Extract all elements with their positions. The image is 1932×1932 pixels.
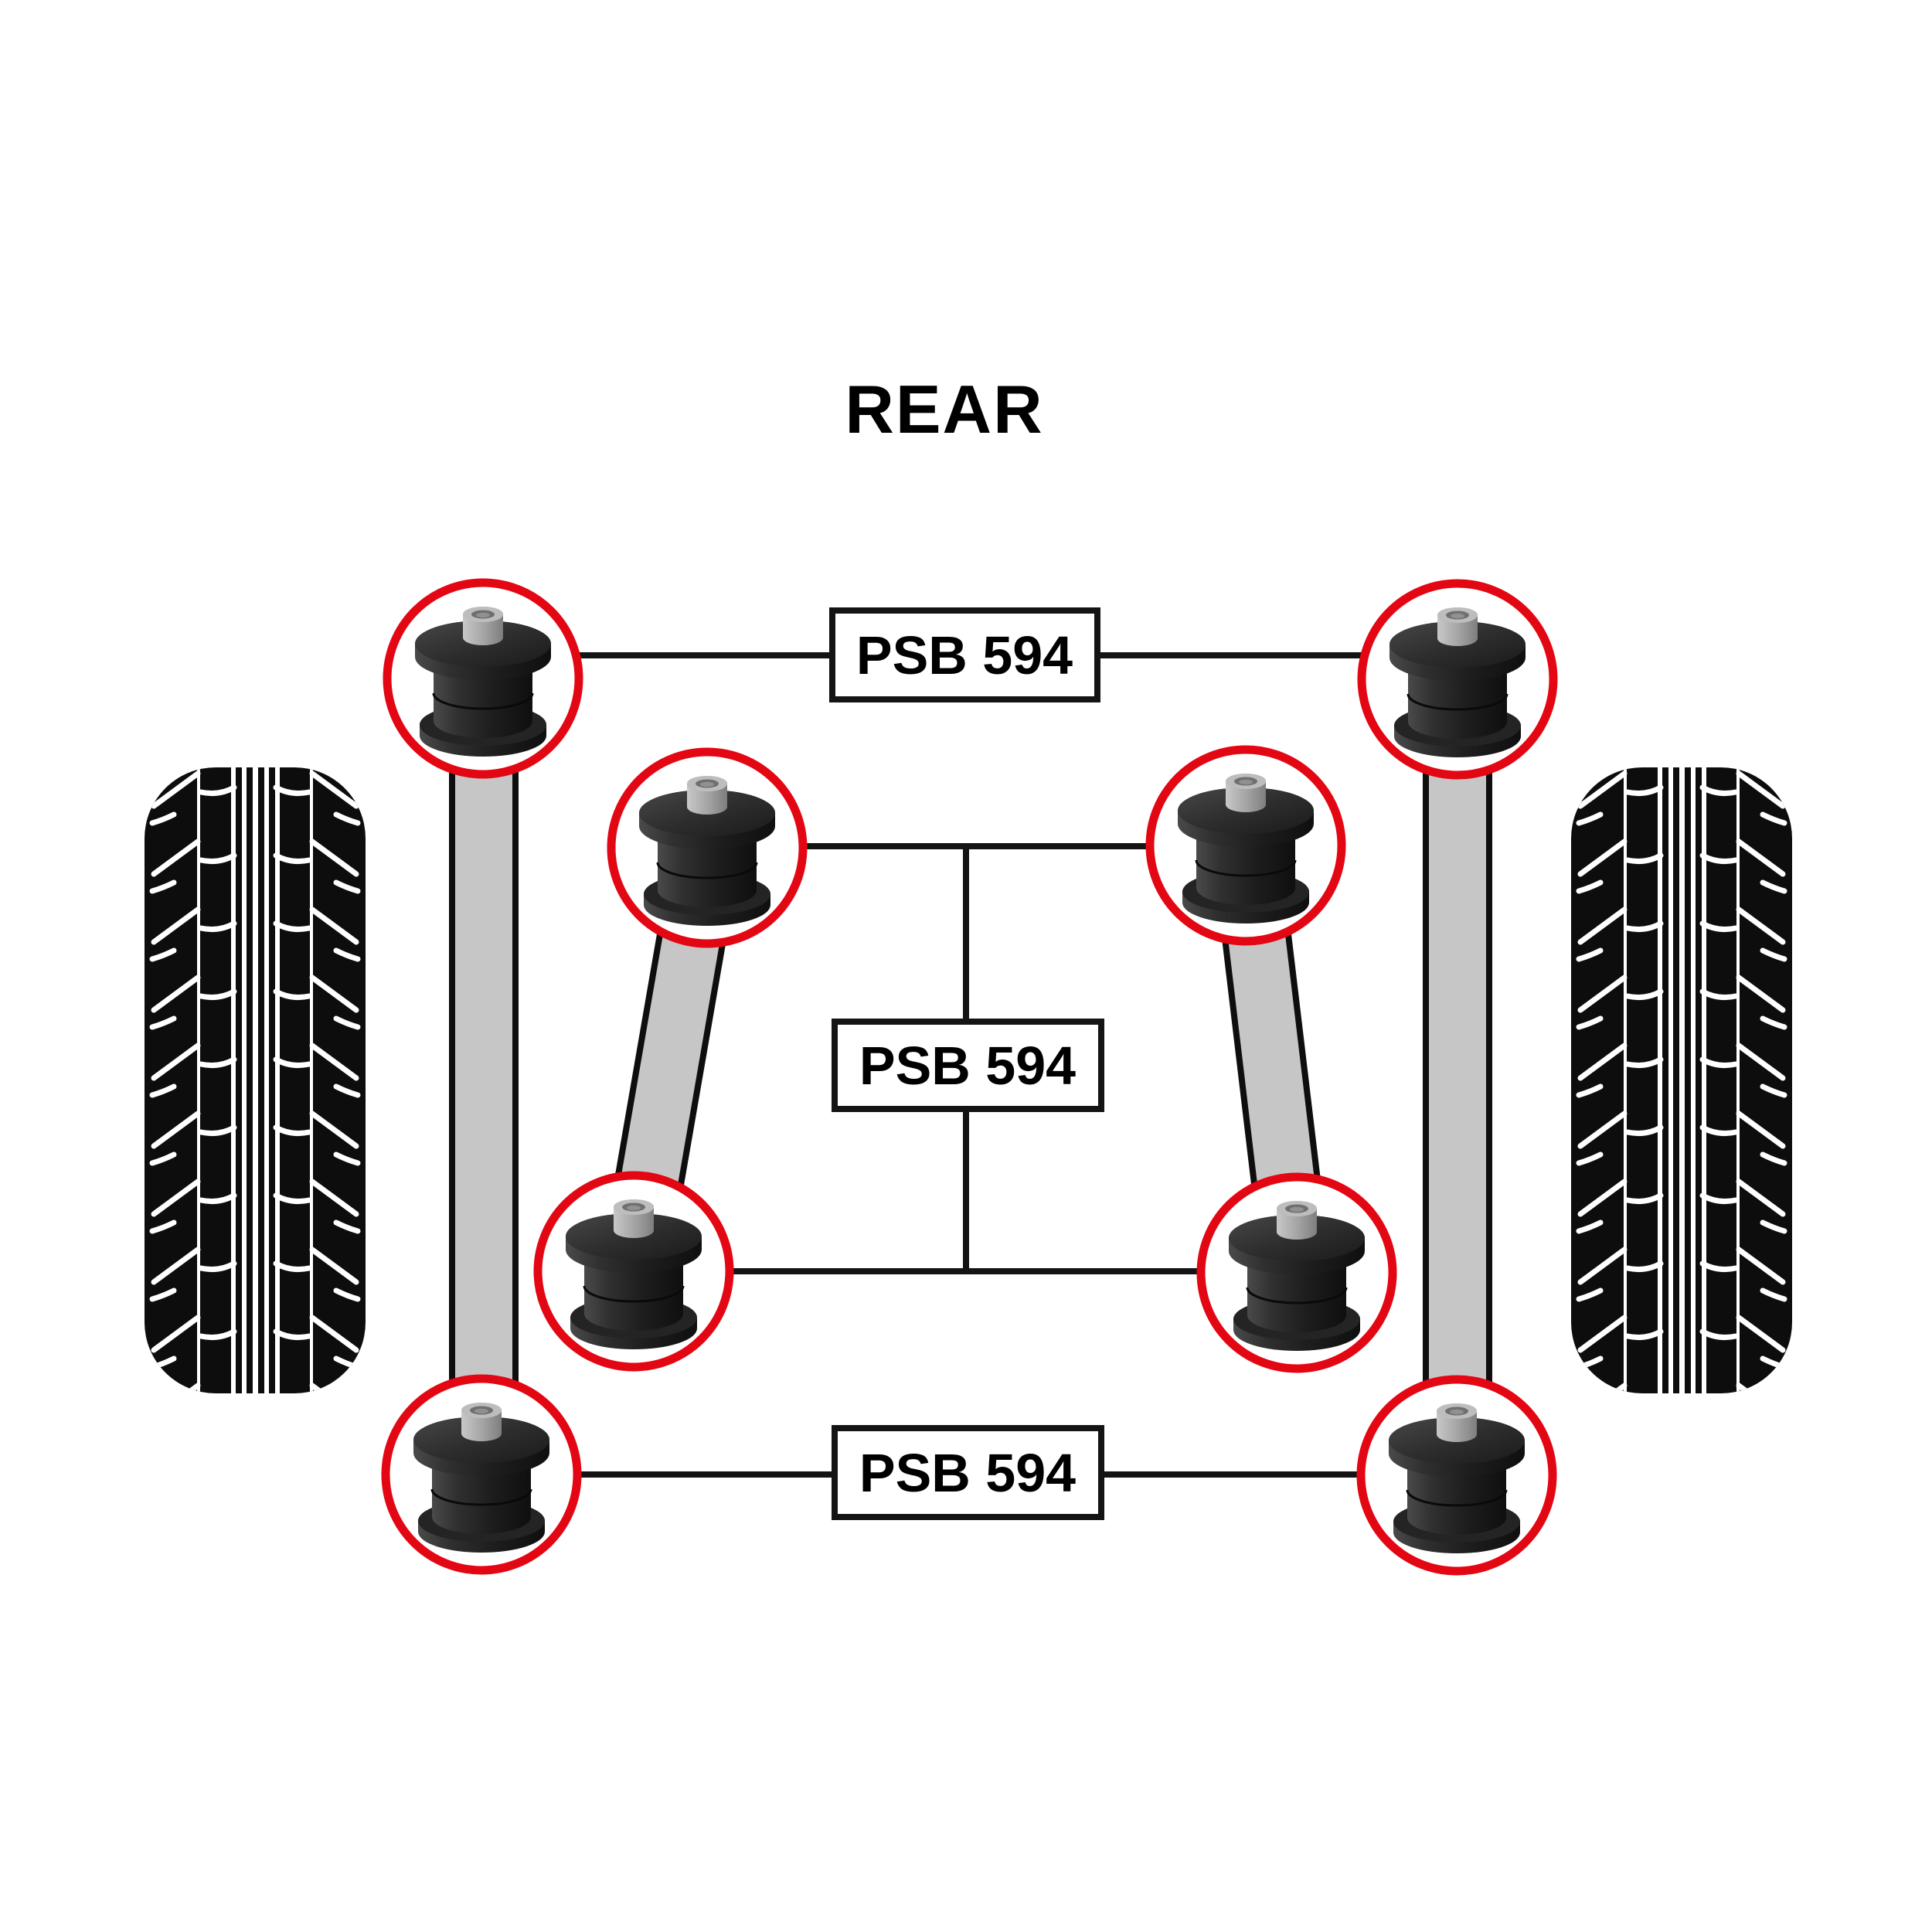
part-label-text: PSB 594 [859, 1036, 1076, 1096]
bushing-icon [1176, 772, 1315, 925]
part-label-box [832, 1019, 1104, 1112]
part-label-box [832, 1425, 1104, 1520]
diagram-title: REAR [845, 371, 1043, 447]
bushing-icon [638, 774, 777, 927]
part-label-middle: PSB 594 [832, 1019, 1104, 1112]
tire-icon-right [1571, 760, 1792, 1401]
tire-icon-left [145, 760, 366, 1401]
bushing-icon [564, 1198, 703, 1351]
part-label-top: PSB 594 [829, 607, 1100, 702]
bushing-icon [412, 1401, 551, 1554]
part-label-text: PSB 594 [856, 625, 1073, 685]
bushing-icon [1388, 606, 1527, 759]
bushing-icon [1387, 1402, 1526, 1555]
part-label-bottom: PSB 594 [832, 1425, 1104, 1520]
bushing-icon [1227, 1199, 1366, 1352]
connector-lines [577, 652, 1362, 1478]
part-label-box [829, 607, 1100, 702]
part-label-text: PSB 594 [859, 1443, 1076, 1503]
bushing-icon [413, 605, 553, 758]
